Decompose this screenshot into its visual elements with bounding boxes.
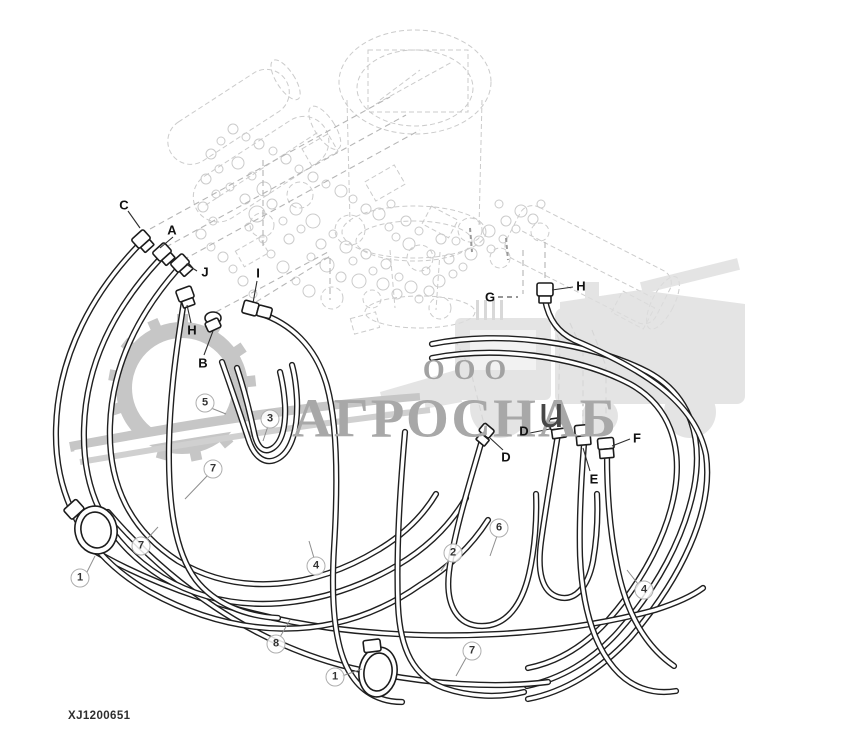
connector-label: D [501, 449, 511, 465]
watermark-company-name: АГРОСНАБ [291, 387, 619, 449]
valve-block-sketch [195, 123, 546, 304]
callout-leaders [86, 210, 639, 677]
hose-j [108, 268, 438, 586]
hose-c [54, 245, 490, 631]
item-callout: 4 [306, 556, 326, 576]
hose-a [82, 258, 468, 606]
cylinder-sketch [192, 105, 342, 223]
fitting-d-elbow [475, 422, 495, 447]
hoses [52, 243, 711, 706]
cylinder-sketch [167, 59, 301, 165]
item-callout: 3 [260, 409, 280, 429]
hose-h-left [167, 299, 280, 620]
item-callout: 7 [203, 459, 223, 479]
hose-u2 [446, 438, 538, 628]
item-callout: 7 [462, 641, 482, 661]
connector-label: G [484, 289, 496, 305]
connector-label: A [167, 222, 177, 238]
item-callout: 8 [266, 634, 286, 654]
hose-f [605, 453, 676, 668]
connector-label: J [201, 264, 209, 280]
connector-label: C [119, 197, 129, 213]
hose-hairpin-inner [235, 366, 287, 452]
fittings [131, 229, 615, 460]
item-callout: 6 [489, 518, 509, 538]
fitting-b-elbow [204, 311, 222, 333]
hose-8 [84, 544, 705, 638]
hose-7-bottom [104, 508, 552, 689]
item-callout: 4 [634, 580, 654, 600]
item-callout: 1 [70, 568, 90, 588]
connector-label: I [256, 265, 260, 281]
hose-hairpin-outer [220, 360, 299, 463]
hose-right-arc-2 [430, 336, 699, 688]
connector-label: B [198, 355, 208, 371]
watermark-org-form: ООО [422, 355, 516, 386]
item-callout: 7 [131, 536, 151, 556]
hose-right-arc-3 [430, 351, 679, 670]
item-callout: 2 [443, 543, 463, 563]
connector-label: H [576, 278, 586, 294]
item-callout: 1 [325, 667, 345, 687]
hose-center-vertical [394, 428, 528, 699]
part-code: XJ1200651 [68, 710, 131, 722]
hose-e [578, 442, 678, 694]
hose-h-right [526, 298, 709, 701]
machinery-sketch [167, 29, 680, 335]
watermark-stray-letter: u [538, 388, 565, 437]
hose-u6 [537, 432, 600, 600]
connector-label: E [589, 471, 599, 487]
connector-label: H [187, 322, 197, 338]
hose-center-vertical [395, 430, 526, 698]
connector-label: F [633, 430, 641, 446]
connector-label: D [519, 423, 529, 439]
hose-clamp-icon [63, 498, 398, 698]
hose-i [257, 311, 404, 704]
item-callout: 5 [195, 393, 215, 413]
